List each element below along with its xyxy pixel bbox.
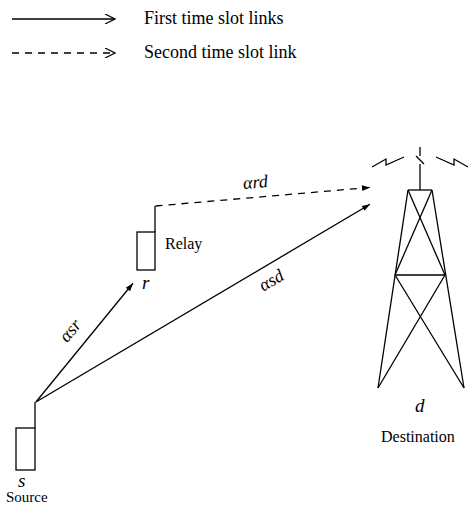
device-body	[137, 232, 155, 270]
node-symbol-letter: s	[18, 470, 25, 492]
relay-node: r Relay	[133, 206, 215, 298]
link-gain-label-holder: αsd	[255, 266, 287, 296]
shape-line	[395, 274, 445, 275]
node-name: Destination	[381, 428, 455, 446]
link-gain-label: αrd	[242, 171, 268, 193]
shape-line	[395, 275, 464, 388]
signal-bolt	[436, 157, 468, 167]
device-body	[16, 428, 35, 470]
node-name: Source	[6, 489, 48, 506]
link-gain-label: αsr	[55, 315, 85, 346]
link-gain-label-holder: αsr	[55, 316, 85, 347]
node-name: Relay	[165, 235, 202, 253]
legend-text: First time slot links	[144, 8, 284, 29]
destination-node: dDestination	[370, 145, 472, 457]
source-node: sSource	[4, 402, 60, 510]
link-gain-label-holder: αrd	[242, 172, 268, 194]
first-slot-link	[36, 283, 133, 402]
legend-arrow	[12, 18, 115, 19]
node-symbol-letter: d	[415, 395, 425, 417]
shape-line	[154, 206, 155, 232]
legend-entry: Second time slot link	[8, 42, 297, 63]
shape-line	[34, 402, 35, 428]
legend-entry: First time slot links	[8, 8, 284, 29]
legend-line-sample	[8, 43, 120, 63]
node-symbol-letter: r	[142, 272, 149, 294]
legend-arrow	[12, 52, 115, 53]
shape-line	[408, 189, 432, 190]
shape-line	[378, 275, 445, 388]
first-slot-link	[36, 204, 370, 402]
shape-line	[419, 147, 420, 156]
legend-line-sample	[8, 9, 120, 29]
legend-text: Second time slot link	[144, 42, 297, 63]
shape-line	[416, 156, 424, 164]
shape-line	[419, 164, 420, 190]
shape-line	[395, 190, 432, 275]
signal-bolt	[372, 157, 404, 167]
